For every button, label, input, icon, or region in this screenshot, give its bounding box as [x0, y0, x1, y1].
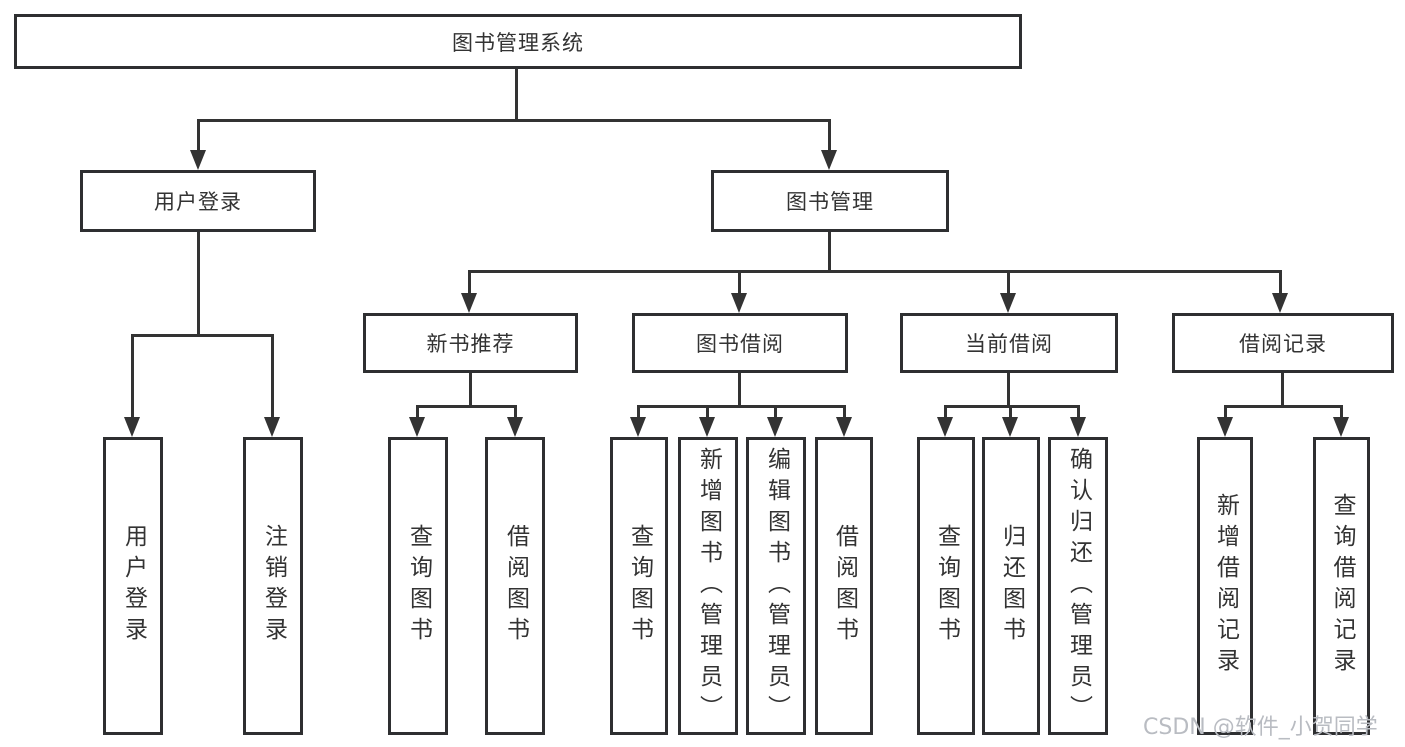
- connector-line: [271, 334, 274, 419]
- connector-line: [131, 334, 134, 419]
- connector-line: [1007, 270, 1010, 295]
- connector-line: [774, 405, 777, 419]
- csdn-watermark: CSDN @软件_小贺同学: [1143, 715, 1378, 740]
- connector-line: [1077, 405, 1080, 419]
- connector-line: [738, 270, 741, 295]
- leaf-edit-books-admin: 编辑图书（管理员）: [746, 437, 806, 735]
- leaf-newbook-query-books: 查询图书: [388, 437, 448, 735]
- node-current-borrow-label: 当前借阅: [965, 332, 1053, 356]
- leaf-borrow-query-books: 查询图书: [610, 437, 668, 735]
- arrow-down-icon: [507, 417, 523, 437]
- node-user-login-label: 用户登录: [154, 190, 242, 214]
- arrow-down-icon: [767, 417, 783, 437]
- connector-line: [738, 373, 741, 407]
- leaf-newbook-borrow-books-label: 借阅图书: [502, 524, 529, 648]
- leaf-confirm-return-admin: 确认归还（管理员）: [1048, 437, 1108, 735]
- arrow-down-icon: [836, 417, 852, 437]
- arrow-down-icon: [1217, 417, 1233, 437]
- arrow-down-icon: [821, 150, 837, 170]
- arrow-down-icon: [1333, 417, 1349, 437]
- connector-line: [1224, 405, 1342, 408]
- arrow-down-icon: [630, 417, 646, 437]
- connector-line: [515, 69, 518, 121]
- node-new-book-recommend-label: 新书推荐: [426, 332, 515, 356]
- connector-line: [469, 373, 472, 407]
- connector-line: [1340, 405, 1343, 419]
- arrow-down-icon: [1000, 293, 1016, 313]
- leaf-add-borrow-record: 新增借阅记录: [1197, 437, 1253, 735]
- leaf-newbook-borrow-books: 借阅图书: [485, 437, 545, 735]
- connector-line: [416, 405, 517, 408]
- connector-line: [637, 405, 846, 408]
- leaf-edit-books-admin-label: 编辑图书（管理员）: [763, 446, 790, 726]
- arrow-down-icon: [937, 417, 953, 437]
- arrow-down-icon: [264, 417, 280, 437]
- connector-line: [468, 270, 1282, 273]
- connector-line: [637, 405, 640, 419]
- arrow-down-icon: [461, 293, 477, 313]
- node-book-management: 图书管理: [711, 170, 949, 232]
- connector-line: [828, 119, 831, 152]
- connector-line: [131, 334, 273, 337]
- leaf-current-query-books-label: 查询图书: [933, 524, 960, 648]
- leaf-add-books-admin: 新增图书（管理员）: [678, 437, 738, 735]
- connector-line: [468, 270, 471, 295]
- leaf-confirm-return-admin-label: 确认归还（管理员）: [1065, 446, 1092, 726]
- connector-line: [1279, 270, 1282, 295]
- arrow-down-icon: [124, 417, 140, 437]
- arrow-down-icon: [1070, 417, 1086, 437]
- root-node-label: 图书管理系统: [452, 30, 584, 55]
- node-book-borrow-label: 图书借阅: [696, 332, 784, 356]
- leaf-borrow-borrow-books: 借阅图书: [815, 437, 873, 735]
- node-book-borrow: 图书借阅: [632, 313, 848, 373]
- connector-line: [706, 405, 709, 419]
- node-new-book-recommend: 新书推荐: [363, 313, 578, 373]
- node-borrow-records-label: 借阅记录: [1239, 332, 1327, 356]
- leaf-add-borrow-record-label: 新增借阅记录: [1212, 493, 1239, 679]
- arrow-down-icon: [1272, 293, 1288, 313]
- connector-line: [416, 405, 419, 419]
- node-book-management-label: 图书管理: [786, 190, 874, 214]
- connector-line: [944, 405, 1080, 408]
- leaf-user-login: 用户登录: [103, 437, 163, 735]
- arrow-down-icon: [409, 417, 425, 437]
- connector-line: [197, 232, 200, 336]
- leaf-query-borrow-record-label: 查询借阅记录: [1329, 493, 1355, 679]
- leaf-user-login-label: 用户登录: [120, 524, 147, 648]
- connector-line: [514, 405, 517, 419]
- leaf-query-borrow-record: 查询借阅记录: [1313, 437, 1370, 735]
- node-borrow-records: 借阅记录: [1172, 313, 1394, 373]
- connector-line: [1224, 405, 1227, 419]
- leaf-logout: 注销登录: [243, 437, 303, 735]
- node-current-borrow: 当前借阅: [900, 313, 1118, 373]
- arrow-down-icon: [190, 150, 206, 170]
- arrow-down-icon: [699, 417, 715, 437]
- connector-line: [944, 405, 947, 419]
- leaf-return-books: 归还图书: [982, 437, 1040, 735]
- connector-line: [828, 232, 831, 272]
- root-node-library-management-system: 图书管理系统: [14, 14, 1022, 69]
- connector-line: [843, 405, 846, 419]
- arrow-down-icon: [1002, 417, 1018, 437]
- leaf-borrow-query-books-label: 查询图书: [626, 524, 653, 648]
- leaf-return-books-label: 归还图书: [998, 524, 1025, 648]
- leaf-logout-label: 注销登录: [260, 524, 287, 648]
- connector-line: [1009, 405, 1012, 419]
- leaf-newbook-query-books-label: 查询图书: [405, 524, 432, 648]
- arrow-down-icon: [731, 293, 747, 313]
- connector-line: [1281, 373, 1284, 407]
- node-user-login: 用户登录: [80, 170, 316, 232]
- leaf-borrow-borrow-books-label: 借阅图书: [831, 524, 858, 648]
- connector-line: [197, 119, 831, 122]
- leaf-add-books-admin-label: 新增图书（管理员）: [695, 446, 722, 726]
- connector-line: [197, 119, 200, 152]
- connector-line: [1007, 373, 1010, 407]
- leaf-current-query-books: 查询图书: [917, 437, 975, 735]
